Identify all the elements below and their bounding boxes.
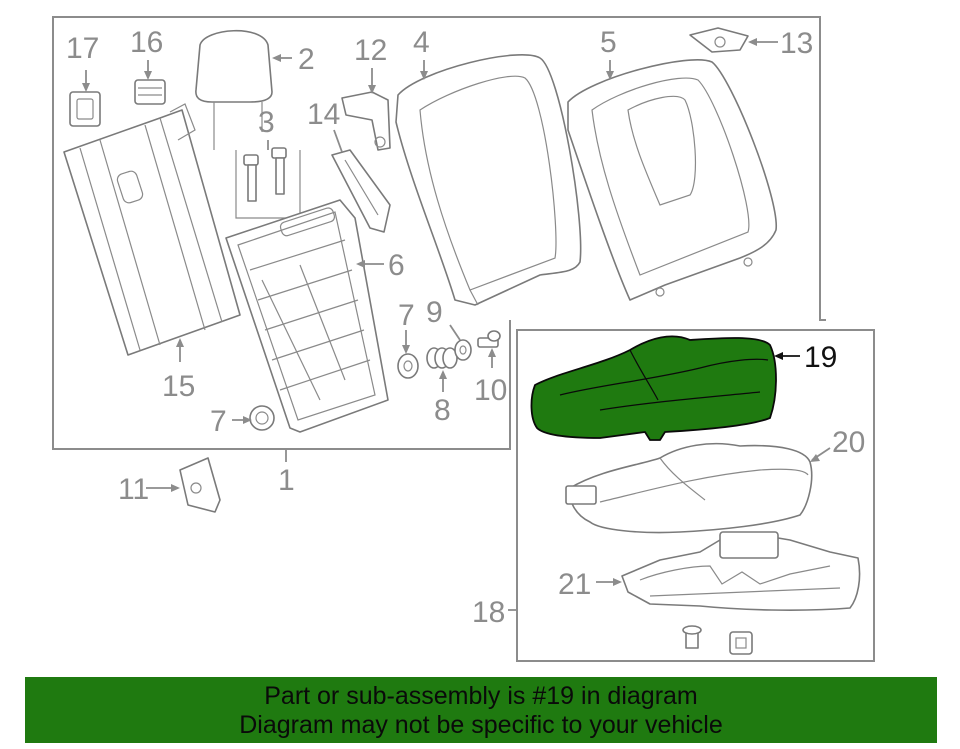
part-14-trim [331,149,391,233]
label-3: 3 [258,106,275,139]
arrow-4 [420,71,428,80]
label-13: 13 [780,27,813,60]
arrow-15 [176,338,184,347]
leader-9 [449,324,461,341]
label-8: 8 [434,394,451,427]
label-1: 1 [278,464,295,497]
label-7-upper: 7 [398,299,415,332]
arrow-21 [613,578,622,586]
part-16-clip [134,79,166,105]
assembly-18-frame [516,329,875,662]
arrow-17 [82,83,90,92]
part-13-clip [689,27,749,53]
part-10-bolt [477,330,501,348]
label-5: 5 [600,26,617,59]
banner-line-2: Diagram may not be specific to your vehi… [239,711,723,739]
label-17: 17 [66,32,99,65]
part-17-latch-bezel [69,91,101,127]
assembly-1-frame [52,16,826,450]
label-14: 14 [307,98,340,131]
label-11: 11 [118,473,149,506]
arrow-12 [368,85,376,94]
part-7-grommet-upper [397,353,419,379]
leader-14 [333,129,343,153]
part-21-cushion-frame [621,531,861,611]
label-10: 10 [474,374,507,407]
label-12: 12 [354,34,387,67]
arrow-20 [810,454,820,462]
label-6: 6 [388,249,405,282]
banner-line-1: Part or sub-assembly is #19 in diagram [264,682,698,710]
label-2: 2 [298,43,315,76]
part-20-cushion-pad [565,442,813,534]
part-15-back-panel [63,103,241,356]
label-16: 16 [130,26,163,59]
label-9: 9 [426,296,443,329]
arrow-6 [356,260,365,268]
arrow-19 [774,352,783,360]
part-7-grommet-lower [249,405,275,431]
notice-banner: Part or sub-assembly is #19 in diagram D… [25,677,937,743]
label-7-lower: 7 [210,405,227,438]
arrow-8 [439,370,447,379]
part-3-headrest-guides [235,147,301,219]
part-12-bracket [341,91,391,151]
arrow-7a [402,345,410,354]
part-11-hinge-bracket [179,457,221,513]
label-19: 19 [804,341,837,374]
arrow-5 [606,71,614,80]
part-8-spring [426,347,458,369]
arrow-2 [272,54,281,62]
fastener-push-pin [682,625,702,649]
part-4-back-pad [395,54,582,306]
arrow-7b [243,416,252,424]
label-15: 15 [162,370,195,403]
arrow-13 [748,38,757,46]
part-9-washer [454,339,472,361]
part-19-cushion-cover [530,335,777,441]
part-2-headrest [195,29,273,150]
arrow-11 [171,484,180,492]
fastener-clip-nut [729,631,753,655]
label-20: 20 [832,426,865,459]
part-5-back-cover [567,59,777,301]
label-21: 21 [558,568,591,601]
part-6-back-frame [225,199,389,433]
arrow-16 [144,71,152,80]
arrow-10 [488,348,496,357]
label-4: 4 [413,26,430,59]
label-18: 18 [472,596,505,629]
